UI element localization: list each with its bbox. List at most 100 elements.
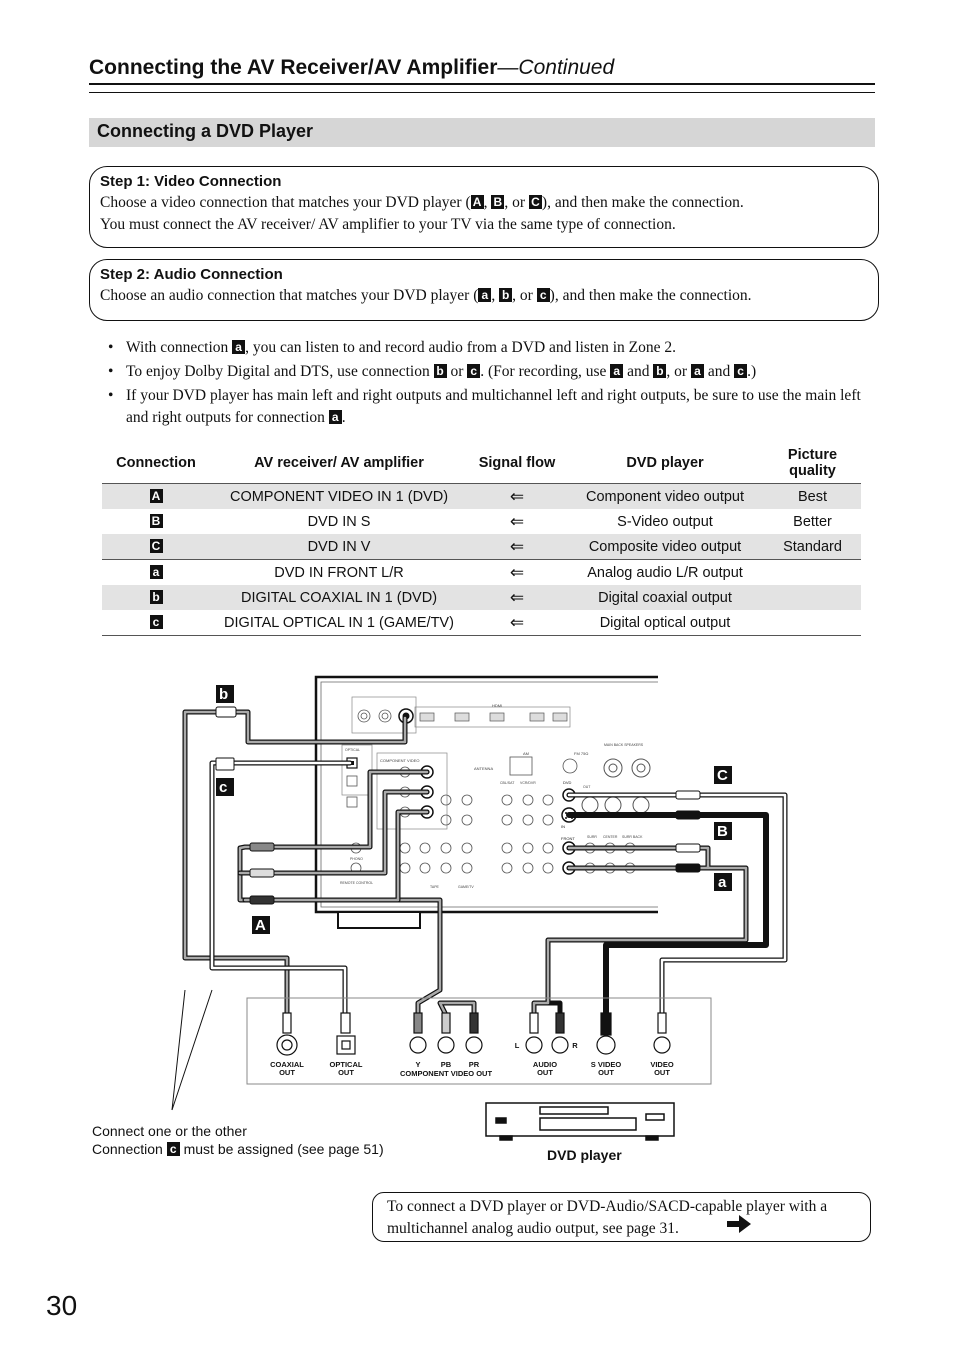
jack-l: L — [515, 1041, 520, 1050]
jack-coaxial-2: OUT — [279, 1068, 295, 1077]
note3-end: . — [341, 409, 346, 426]
arrow-left-icon: ⇐ — [509, 511, 525, 531]
diagram-tags: b c A C B a — [216, 685, 732, 934]
step1-text-2: ), and then make the connection. — [541, 194, 744, 211]
badge-a: a — [149, 564, 163, 579]
badge-A: A — [470, 195, 484, 209]
jack-component: COMPONENT VIDEO OUT — [400, 1069, 493, 1078]
cell-quality — [764, 585, 861, 610]
tag-C: C — [717, 767, 728, 784]
step2-text-2: ), and then make the connection. — [549, 287, 752, 304]
jack-y: Y — [415, 1060, 420, 1069]
cell-av: DVD IN V — [210, 534, 468, 560]
table-row: B DVD IN S ⇐ S-Video output Better — [102, 509, 861, 534]
note1-post: , you can listen to and record audio fro… — [245, 339, 676, 356]
panel-component-label: COMPONENT VIDEO — [380, 758, 420, 763]
step1-sep1: , — [483, 194, 492, 211]
step1-title: Step 1: Video Connection — [100, 173, 282, 190]
badge-A: A — [149, 488, 163, 503]
panel-in-label: IN — [561, 824, 565, 829]
panel-antenna-label: ANTENNA — [474, 766, 493, 771]
cell-av: COMPONENT VIDEO IN 1 (DVD) — [210, 483, 468, 509]
panel-gametv-label: GAME/TV — [458, 885, 474, 889]
connect-note-post: must be assigned (see page 51) — [179, 1141, 384, 1157]
badge-c: c — [149, 614, 163, 629]
badge-c: c — [734, 364, 748, 378]
tag-A: A — [255, 917, 266, 934]
badge-a: a — [232, 340, 246, 354]
badge-B: B — [491, 195, 505, 209]
panel-front-label: FRONT — [561, 836, 575, 841]
note2-and2: and — [703, 363, 735, 380]
step1-text: Choose a video connection that matches y… — [100, 192, 870, 236]
cell-quality: Best — [764, 483, 861, 509]
cell-quality — [764, 610, 861, 636]
plugs — [215, 706, 701, 905]
panel-cblsat-label: CBL/SAT — [500, 781, 515, 785]
jack-optical-1: OPTICAL — [330, 1060, 363, 1069]
panel-fm-label: FM 75Ω — [574, 751, 588, 756]
receiver-rear-panel: COAXIAL HDMI OPTICAL COMPONENT VIDEO ANT… — [314, 675, 658, 929]
jack-r: R — [572, 1041, 578, 1050]
connect-note: Connect one or the other Connection c mu… — [92, 1122, 384, 1158]
tag-b: b — [219, 686, 228, 703]
jack-video-1: VIDEO — [650, 1060, 674, 1069]
panel-phono-label: PHONO — [350, 857, 363, 861]
badge-a: a — [690, 364, 704, 378]
arrow-left-icon: ⇐ — [509, 562, 525, 582]
jack-audio-2: OUT — [537, 1068, 553, 1077]
arrow-left-icon: ⇐ — [468, 534, 566, 560]
table-row: C DVD IN V ⇐ Composite video output Stan… — [102, 534, 861, 560]
step1-line2: You must connect the AV receiver/ AV amp… — [100, 216, 676, 233]
jack-audio-1: AUDIO — [533, 1060, 557, 1069]
jack-svideo-1: S VIDEO — [591, 1060, 622, 1069]
badge-a: a — [610, 364, 624, 378]
badge-C: C — [528, 195, 542, 209]
panel-surrback-label: SURR BACK — [622, 835, 643, 839]
cell-av: DIGITAL OPTICAL IN 1 (GAME/TV) — [210, 610, 468, 636]
page-number: 30 — [46, 1290, 78, 1321]
connect-note-line1: Connect one or the other — [92, 1123, 247, 1139]
note2-or2: , or — [666, 363, 691, 380]
dvd-jack-panel: COAXIAL OUT OPTICAL OUT Y PB PR COMPONEN… — [246, 997, 712, 1085]
page-header: Connecting the AV Receiver/AV Amplifier—… — [89, 56, 875, 85]
cell-dvd: Digital optical output — [566, 610, 764, 636]
bottom-note-box: To connect a DVD player or DVD-Audio/SAC… — [372, 1192, 871, 1242]
note-item: With connection a, you can listen to and… — [108, 337, 868, 359]
step1-box: Step 1: Video Connection Choose a video … — [89, 166, 879, 248]
arrow-right-icon — [727, 1215, 751, 1233]
notes-list: With connection a, you can listen to and… — [108, 337, 868, 431]
badge-B: B — [149, 513, 163, 528]
note2-or1: or — [446, 363, 468, 380]
jack-svideo-2: OUT — [598, 1068, 614, 1077]
jack-video-2: OUT — [654, 1068, 670, 1077]
panel-tape-label: TAPE — [430, 885, 440, 889]
section-title: Connecting a DVD Player — [97, 121, 314, 141]
note2-and1: and — [623, 363, 654, 380]
table-row: a DVD IN FRONT L/R ⇐ Analog audio L/R ou… — [102, 560, 861, 586]
note2-pre: To enjoy Dolby Digital and DTS, use conn… — [126, 363, 434, 380]
note-item: To enjoy Dolby Digital and DTS, use conn… — [108, 361, 868, 383]
panel-center-label: CENTER — [603, 835, 618, 839]
panel-dvd-label: DVD — [563, 780, 572, 785]
jack-pb: PB — [441, 1060, 452, 1069]
col-flow: Signal flow — [468, 444, 566, 484]
tag-B: B — [717, 823, 728, 840]
panel-hdmi-label: HDMI — [492, 703, 502, 708]
badge-a: a — [328, 410, 342, 424]
dvd-player-label: DVD player — [547, 1147, 622, 1163]
page-title-continued: —Continued — [497, 56, 615, 79]
panel-optical-label: OPTICAL — [345, 748, 360, 752]
connection-diagram: COAXIAL HDMI OPTICAL COMPONENT VIDEO ANT… — [171, 675, 788, 1141]
jack-optical-2: OUT — [338, 1068, 354, 1077]
badge-a: a — [478, 288, 492, 302]
cell-quality: Better — [793, 513, 832, 530]
connect-note-pre: Connection — [92, 1141, 167, 1157]
col-av: AV receiver/ AV amplifier — [210, 444, 468, 484]
cell-dvd: Digital coaxial output — [566, 585, 764, 610]
step1-sep2: , or — [504, 194, 529, 211]
bottom-note-text: To connect a DVD player or DVD-Audio/SAC… — [387, 1198, 828, 1237]
cell-av: DVD IN S — [307, 513, 371, 530]
cell-dvd: S-Video output — [617, 513, 713, 530]
panel-remote-label: REMOTE CONTROL — [340, 881, 373, 885]
